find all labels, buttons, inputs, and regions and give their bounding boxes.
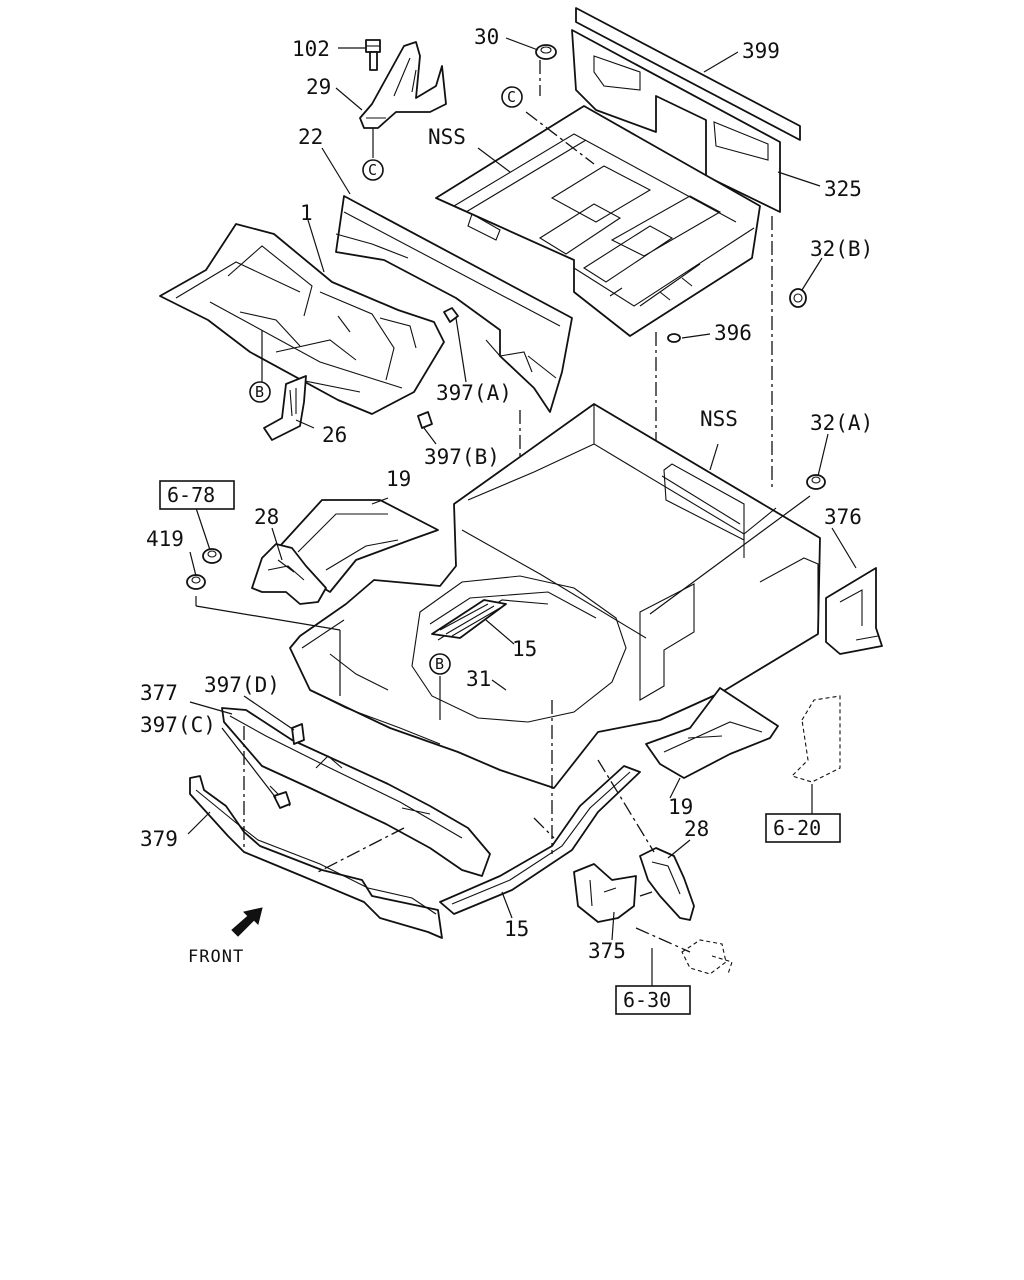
- section-ref-6-78[interactable]: 6-78: [159, 480, 235, 510]
- arrow-down-left-icon: [231, 907, 263, 937]
- front-floor-1: [159, 223, 445, 415]
- label-32a: 32(A): [810, 411, 873, 435]
- circled-ref-b-left: B: [249, 381, 271, 403]
- mount-6-30-ghost: [681, 939, 733, 975]
- rail-15-mid: [431, 599, 507, 639]
- svg-text:C: C: [368, 161, 377, 179]
- crossmember-22: [335, 195, 573, 413]
- clip-397b: [417, 411, 433, 429]
- grommet-30: [535, 44, 557, 60]
- circled-ref-c-mid: C: [501, 86, 523, 108]
- bracket-375: [573, 863, 637, 923]
- leader-lines: [187, 37, 857, 941]
- label-1: 1: [300, 201, 313, 225]
- label-front: FRONT: [188, 947, 244, 967]
- bracket-26: [263, 375, 307, 441]
- plug-396: [667, 333, 681, 343]
- grommet-419a: [202, 548, 222, 564]
- label-379: 379: [140, 827, 178, 851]
- label-28-left: 28: [254, 505, 279, 529]
- section-ref-6-30[interactable]: 6-30: [615, 985, 691, 1015]
- rear-panel-325: [571, 29, 781, 213]
- label-102: 102: [292, 37, 330, 61]
- svg-text:C: C: [507, 88, 516, 106]
- label-31: 31: [466, 667, 491, 691]
- clip-397c: [273, 791, 291, 809]
- label-30: 30: [474, 25, 499, 49]
- circled-ref-b-mid: B: [429, 653, 451, 675]
- label-419: 419: [146, 527, 184, 551]
- floor-piece-19-right: [645, 687, 779, 779]
- label-15-mid: 15: [512, 637, 537, 661]
- label-28-right: 28: [684, 817, 709, 841]
- label-377: 377: [140, 681, 178, 705]
- label-26: 26: [322, 423, 347, 447]
- label-397d: 397(D): [204, 673, 280, 697]
- label-32b: 32(B): [810, 237, 873, 261]
- label-396: 396: [714, 321, 752, 345]
- label-29: 29: [306, 75, 331, 99]
- svg-text:B: B: [435, 655, 444, 673]
- circled-ref-c-top: C: [362, 159, 384, 181]
- label-nss-top: NSS: [428, 125, 466, 149]
- label-376: 376: [824, 505, 862, 529]
- label-399: 399: [742, 39, 780, 63]
- section-ref-6-20[interactable]: 6-20: [765, 813, 841, 843]
- bracket-29: [359, 41, 447, 158]
- svg-text:6-78: 6-78: [167, 483, 215, 507]
- grommet-419b: [186, 574, 206, 590]
- label-325: 325: [824, 177, 862, 201]
- bracket-376: [825, 567, 883, 655]
- clip-397a: [443, 307, 459, 323]
- svg-text:B: B: [255, 383, 264, 401]
- grommet-32a: [806, 474, 826, 490]
- label-397b: 397(B): [424, 445, 500, 469]
- main-floor-body: [289, 403, 821, 789]
- label-22: 22: [298, 125, 323, 149]
- grommet-32b: [789, 288, 807, 308]
- label-19-right: 19: [668, 795, 693, 819]
- svg-text:6-30: 6-30: [623, 988, 671, 1012]
- label-397a: 397(A): [436, 381, 512, 405]
- rail-15-low: [439, 765, 641, 915]
- bracket-28-right: [639, 847, 695, 921]
- clip-397d: [291, 723, 305, 745]
- rear-floor-top: [435, 105, 761, 337]
- crossmember-377: [221, 707, 491, 877]
- bolt-102: [365, 39, 381, 71]
- svg-text:6-20: 6-20: [773, 816, 821, 840]
- label-nss-mid: NSS: [700, 407, 738, 431]
- label-375: 375: [588, 939, 626, 963]
- rear-panel-399: [575, 7, 801, 141]
- bracket-28-left: [251, 543, 327, 605]
- label-15-low: 15: [504, 917, 529, 941]
- crossmember-379: [189, 775, 443, 939]
- panel-6-20-ghost: [790, 695, 841, 783]
- label-19-top: 19: [386, 467, 411, 491]
- label-397c: 397(C): [140, 713, 216, 737]
